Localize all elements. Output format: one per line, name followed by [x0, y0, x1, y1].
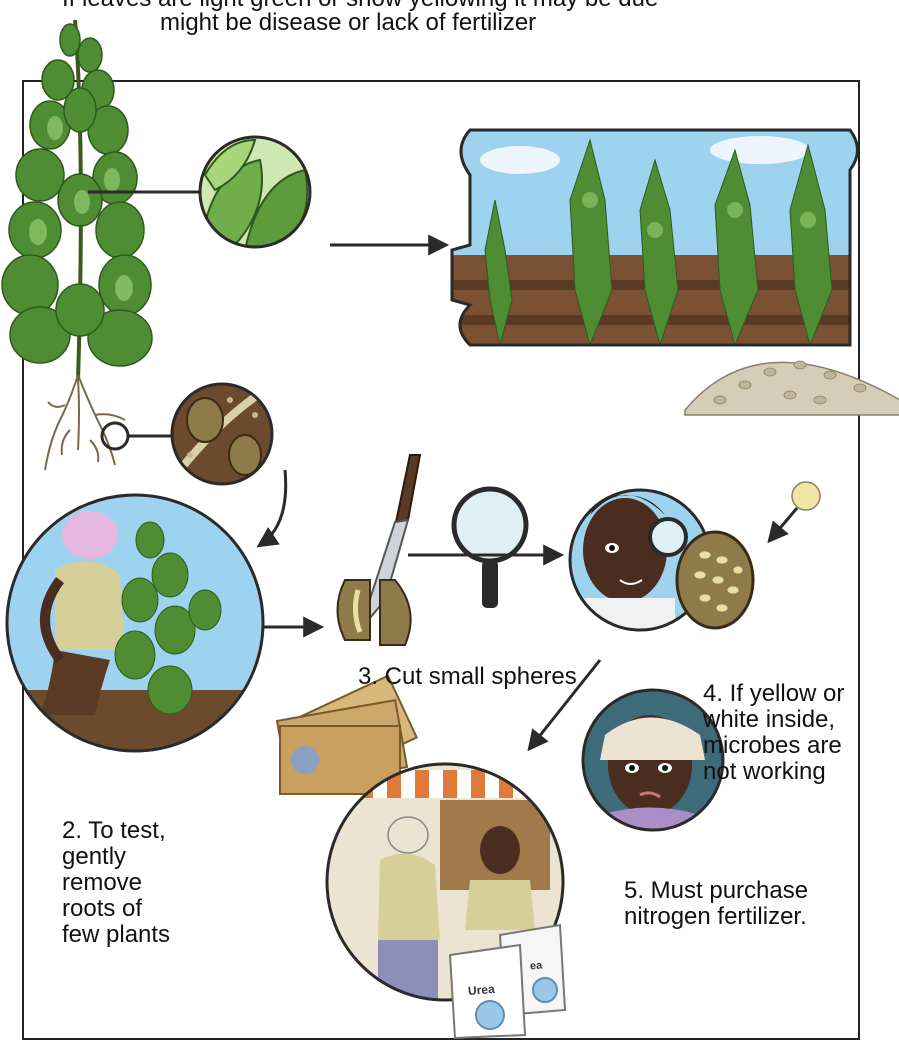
knife-cut-nodule [338, 455, 421, 645]
crop-field-panel [450, 128, 870, 350]
root-nodule-zoom [170, 382, 275, 487]
bean-pile [685, 361, 899, 415]
step-5-caption: 5. Must purchase nitrogen fertilizer. [624, 878, 808, 930]
farmer-uprooting-circle [5, 493, 265, 760]
step-2-caption: 2. To test, gently remove roots of few p… [62, 818, 170, 948]
tall-plant [2, 20, 152, 380]
boy-worried-circle [583, 690, 723, 840]
urea-bag-back-label: ea [530, 959, 543, 972]
step-4-caption: 4. If yellow or white inside, microbes a… [703, 681, 844, 785]
magnifying-glass [454, 489, 526, 608]
urea-bag-front-label: Urea [467, 982, 495, 998]
girl-inspecting-circle [570, 482, 820, 638]
leaf-zoom-circle [195, 132, 315, 252]
step-3-caption: 3. Cut small spheres [358, 664, 577, 690]
